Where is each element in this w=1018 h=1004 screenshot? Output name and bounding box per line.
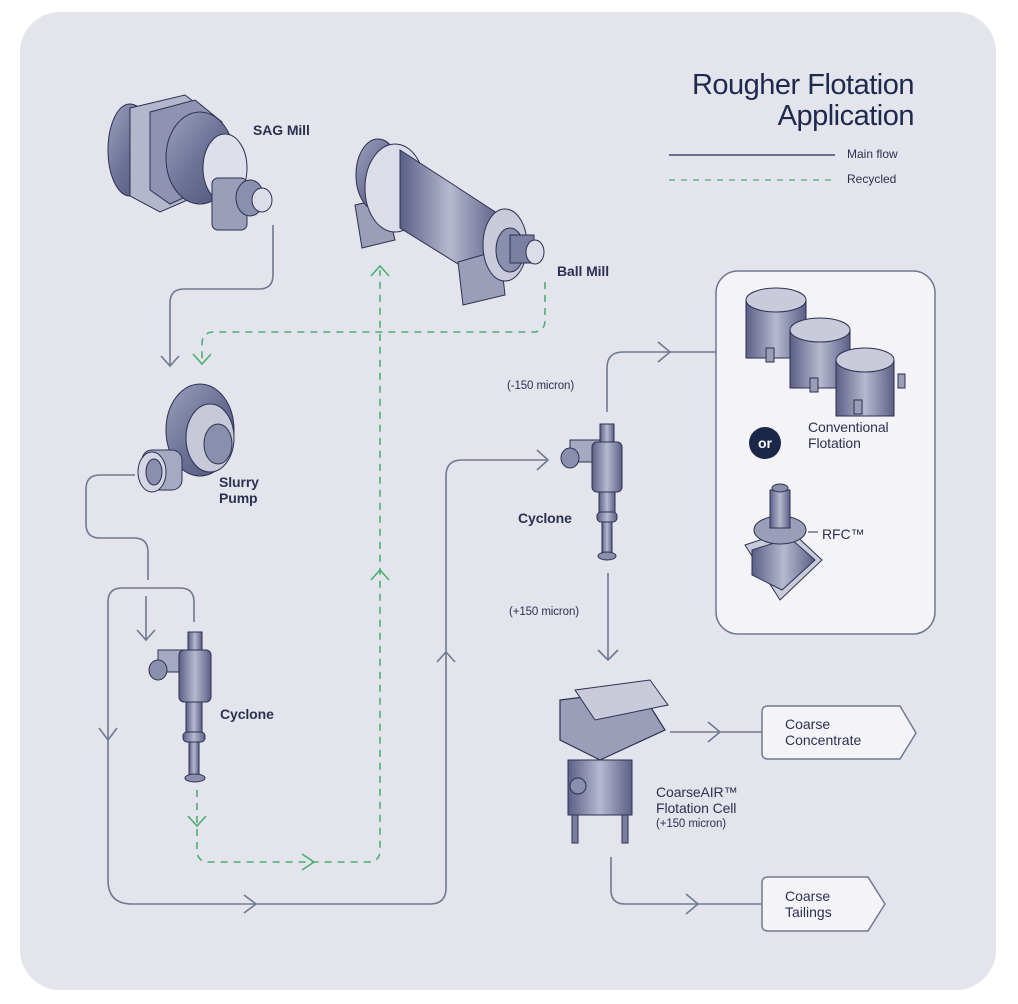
- recycle-right-arrow: [301, 853, 316, 871]
- coarse-tailings-label: Coarse Tailings: [785, 888, 832, 920]
- ball-mill-label: Ball Mill: [557, 263, 609, 279]
- main-flow-lines: [85, 225, 762, 915]
- slurry-pump-label: Slurry Pump: [219, 474, 259, 506]
- coarse-concentrate-line-1: Coarse: [785, 716, 831, 732]
- coarseair-cell-icon: [559, 679, 669, 844]
- page-title: Rougher Flotation Application: [691, 69, 915, 132]
- secondary-cyclone-icon: [560, 423, 623, 561]
- coarse-tailings-line-2: Tailings: [785, 904, 832, 920]
- slurry-pump-icon: [137, 383, 235, 493]
- recycled-arrows: [187, 264, 390, 871]
- ballmill-return-line: [201, 282, 546, 360]
- legend-main-flow-label: Main flow: [847, 147, 898, 161]
- conventional-flotation-label-line-2: Flotation: [808, 435, 861, 451]
- conventional-flotation-label: Conventional Flotation: [808, 419, 889, 451]
- recycle-up-arrow: [370, 568, 390, 581]
- coarseair-label: CoarseAIR™ Flotation Cell (+150 micron): [656, 784, 738, 832]
- recycled-flow-lines: [196, 270, 546, 863]
- overflow-arrow: [657, 341, 672, 363]
- loop-up-arrow: [436, 650, 456, 663]
- coarseair-label-line-2: Flotation Cell: [656, 800, 737, 816]
- loop-left-arrow: [98, 727, 118, 742]
- coarse-concentrate-label: Coarse Concentrate: [785, 716, 861, 748]
- cyclone-underflow-recycle: [196, 270, 381, 863]
- cyclone-underflow-arrow: [187, 815, 207, 828]
- cyclone-feed-down-arrow: [136, 629, 156, 642]
- slurry-pump-label-line-2: Pump: [219, 490, 258, 506]
- loop-return-line: [148, 587, 195, 622]
- underflow-arrow: [597, 649, 619, 662]
- coarse-tailings-box: [761, 876, 886, 932]
- slurry-pump-label-line-1: Slurry: [219, 474, 259, 490]
- overflow-line: [606, 351, 716, 412]
- primary-cyclone-label: Cyclone: [220, 706, 274, 722]
- rfc-label: RFC™: [822, 526, 865, 542]
- sag-to-pump-line: [169, 225, 274, 365]
- pump-to-cyclone-line: [85, 474, 149, 580]
- primary-cyclone-icon: [148, 631, 212, 783]
- coarseair-label-line-3: (+150 micron): [656, 818, 726, 830]
- cyclone-feed-loop: [107, 459, 548, 905]
- ballmill-feed-arrow: [370, 264, 390, 277]
- sag-to-pump-arrow: [160, 355, 180, 368]
- ball-mill-icon: [354, 138, 545, 306]
- fine-fraction-label: (-150 micron): [507, 380, 575, 392]
- conventional-flotation-icon: [745, 287, 906, 417]
- sag-mill-icon: [107, 94, 273, 231]
- or-badge: or: [749, 427, 781, 459]
- conventional-flotation-label-line-1: Conventional: [808, 419, 889, 435]
- legend-recycled-label: Recycled: [847, 172, 897, 186]
- loop-bottom-arrow: [243, 894, 258, 914]
- coarse-concentrate-box: [761, 705, 917, 760]
- coarse-fraction-label: (+150 micron): [509, 606, 579, 618]
- sag-mill-label: SAG Mill: [253, 122, 310, 138]
- title-line-2: Application: [777, 100, 915, 132]
- secondary-cyclone-label: Cyclone: [518, 510, 572, 526]
- coarse-tailings-line-1: Coarse: [785, 888, 831, 904]
- coarse-concentrate-line-2: Concentrate: [785, 732, 862, 748]
- tailings-arrow: [685, 893, 700, 915]
- tailings-line: [610, 857, 762, 905]
- title-line-1: Rougher Flotation: [691, 69, 915, 101]
- concentrate-arrow: [707, 721, 722, 743]
- rfc-icon: [744, 483, 823, 601]
- coarseair-label-line-1: CoarseAIR™: [656, 784, 738, 800]
- pump-recycle-arrow: [192, 353, 212, 366]
- cyclone2-feed-arrow: [536, 449, 550, 471]
